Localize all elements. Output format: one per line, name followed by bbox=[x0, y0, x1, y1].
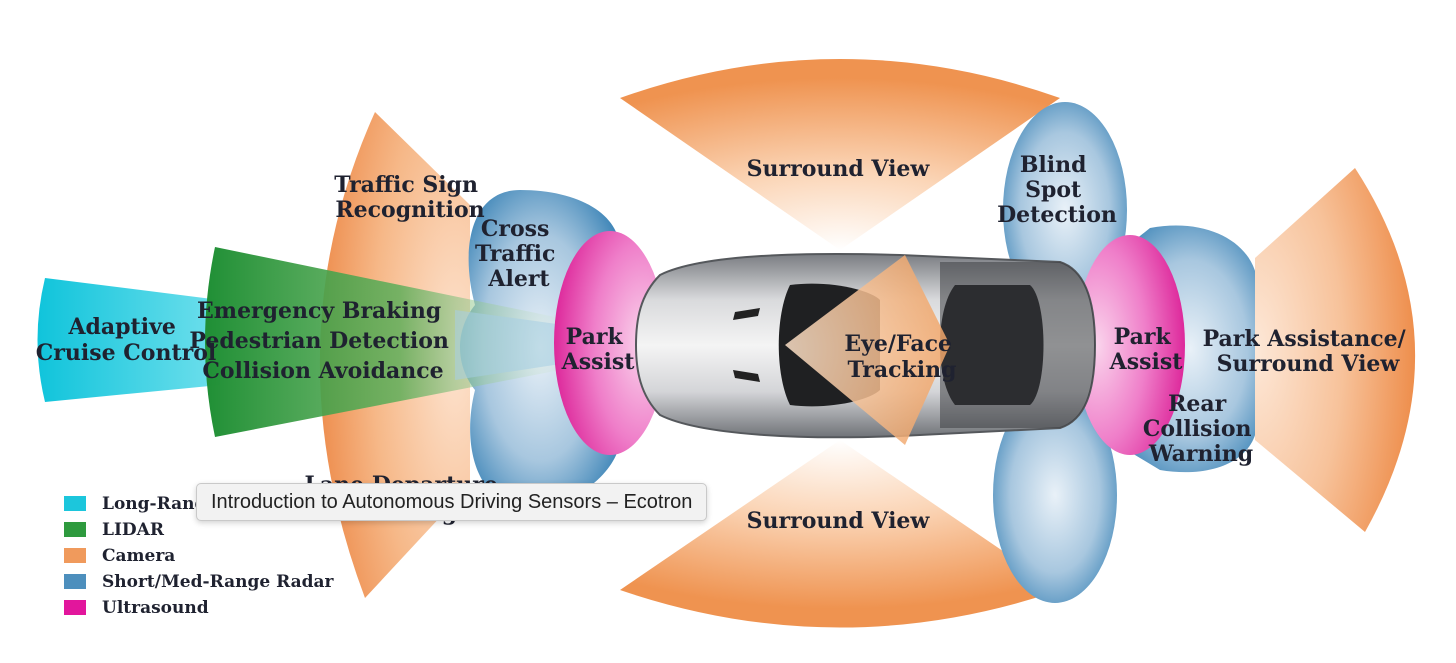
cross-traffic-label: Cross Traffic Alert bbox=[475, 216, 563, 292]
long-range-radar-zone bbox=[37, 278, 220, 402]
image-tooltip: Introduction to Autonomous Driving Senso… bbox=[196, 483, 708, 521]
legend-label-ultrasound: Ultrasound bbox=[102, 598, 209, 618]
blind-spot-label: Blind Spot Detection bbox=[997, 152, 1117, 228]
park-assist-rear-zone bbox=[1075, 235, 1185, 455]
legend-swatch-lidar bbox=[64, 522, 86, 537]
emergency-label: Emergency Braking Pedestrian Detection C… bbox=[189, 298, 456, 384]
legend-label-short-range: Short/Med-Range Radar bbox=[102, 572, 335, 592]
rear-camera-zone bbox=[1255, 168, 1416, 532]
legend-label-camera: Camera bbox=[102, 546, 175, 566]
legend: Long-Range Radar LIDAR Camera Short/Med-… bbox=[64, 494, 335, 618]
legend-swatch-ultrasound bbox=[64, 600, 86, 615]
eye-face-label: Eye/Face Tracking bbox=[844, 331, 959, 383]
park-assist-front-zone bbox=[554, 231, 666, 455]
traffic-sign-label: Traffic Sign Recognition bbox=[334, 172, 485, 223]
legend-swatch-long-range bbox=[64, 496, 86, 511]
legend-swatch-camera bbox=[64, 548, 86, 563]
park-assist-rear-label: Park Assist bbox=[1109, 324, 1184, 375]
blind-spot-bottom-zone bbox=[993, 387, 1117, 603]
park-assistance-label: Park Assistance/ Surround View bbox=[1203, 326, 1414, 377]
adaptive-cruise-label: Adaptive Cruise Control bbox=[36, 314, 216, 366]
legend-label-lidar: LIDAR bbox=[102, 520, 165, 540]
surround-view-bottom-label: Surround View bbox=[747, 508, 931, 534]
rear-collision-label: Rear Collision Warning bbox=[1143, 391, 1259, 467]
surround-view-top-zone bbox=[620, 59, 1060, 250]
park-assist-front-label: Park Assist bbox=[561, 324, 636, 375]
surround-view-top-label: Surround View bbox=[747, 156, 931, 182]
lidar-zone bbox=[205, 247, 560, 437]
eye-face-zone bbox=[785, 255, 950, 445]
surround-view-bottom-zone bbox=[620, 440, 1060, 628]
legend-swatch-short-range bbox=[64, 574, 86, 589]
